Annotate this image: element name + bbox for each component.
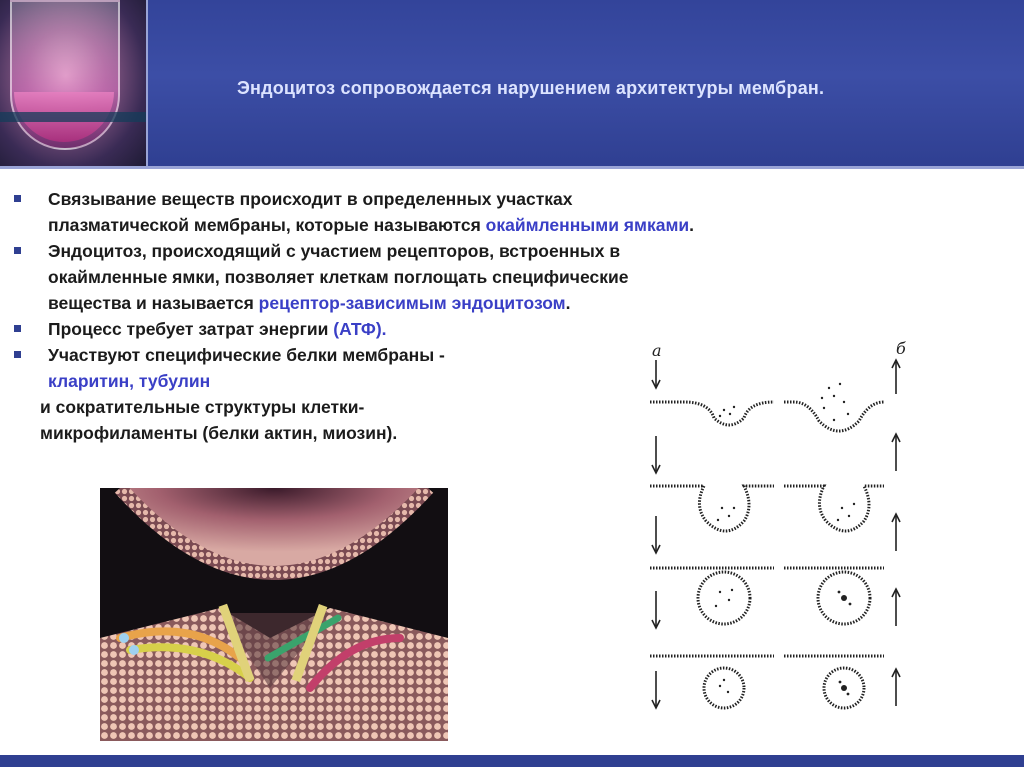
flask-photo: [0, 0, 148, 168]
stage-2: [650, 484, 884, 533]
highlight-term: (АТФ).: [333, 319, 387, 339]
bullet-item: Процесс требует затрат энергии (АТФ).: [8, 316, 908, 342]
bullet-line: плазматической мембраны, которые называю…: [48, 212, 908, 238]
diagram-label-b: б: [896, 339, 906, 358]
bullet-line: Связывание веществ происходит в определе…: [48, 189, 573, 209]
bullet-square-icon: [14, 351, 21, 358]
footer-bar: [0, 755, 1024, 767]
bullet-item: Эндоцитоз, происходящий с участием рецеп…: [8, 238, 908, 316]
bullet-square-icon: [14, 247, 21, 254]
bullet-list: Связывание веществ происходит в определе…: [8, 186, 908, 446]
endocytosis-diagram-svg: а б: [650, 339, 906, 710]
bullet-square-icon: [14, 195, 21, 202]
header-divider: [0, 166, 1024, 169]
down-arrows: [651, 360, 661, 710]
bullet-square-icon: [14, 325, 21, 332]
flask-band: [0, 112, 146, 122]
membrane-illustration-svg: [100, 488, 448, 741]
bullet-item: Участвуют специфические белки мембраны -…: [8, 342, 908, 394]
bullet-text: вещества и называется: [48, 293, 259, 313]
stage-3: [650, 566, 884, 626]
bullet-line: Участвуют специфические белки мембраны -: [48, 345, 445, 365]
bullet-item: Связывание веществ происходит в определе…: [8, 186, 908, 238]
stage-1: [650, 400, 885, 433]
bullet-line: Процесс требует затрат энергии (АТФ).: [48, 316, 908, 342]
stage-1-dots: [718, 382, 850, 422]
bullet-line: Эндоцитоз, происходящий с участием рецеп…: [48, 241, 621, 261]
up-arrows: [891, 358, 901, 706]
bullet-text: .: [689, 215, 695, 235]
bullet-text: .: [565, 293, 571, 313]
slide-title: Эндоцитоз сопровождается нарушением архи…: [237, 78, 825, 98]
bullet-text: Процесс требует затрат энергии: [48, 319, 334, 339]
highlight-term: рецептор-зависимым эндоцитозом: [258, 293, 566, 313]
bullet-line: окаймленные ямки, позволяет клеткам погл…: [48, 267, 629, 287]
endocytosis-diagram: а б: [634, 336, 914, 741]
membrane-3d-illustration: [100, 488, 448, 741]
diagram-label-a: а: [652, 341, 662, 360]
highlight-term: микрофиламенты (белки актин, миозин).: [40, 423, 398, 443]
highlight-term: окаймленными ямками: [485, 215, 690, 235]
highlight-term: кларитин, тубулин: [48, 371, 211, 391]
slide-header: Эндоцитоз сопровождается нарушением архи…: [0, 0, 1024, 168]
continuation-line: и сократительные структуры клетки-: [40, 397, 365, 417]
bullet-line: вещества и называется рецептор-зависимым…: [48, 290, 908, 316]
bullet-text: плазматической мембраны, которые называю…: [48, 215, 486, 235]
stage-4: [650, 654, 884, 710]
vesicle-dots: [714, 502, 856, 696]
